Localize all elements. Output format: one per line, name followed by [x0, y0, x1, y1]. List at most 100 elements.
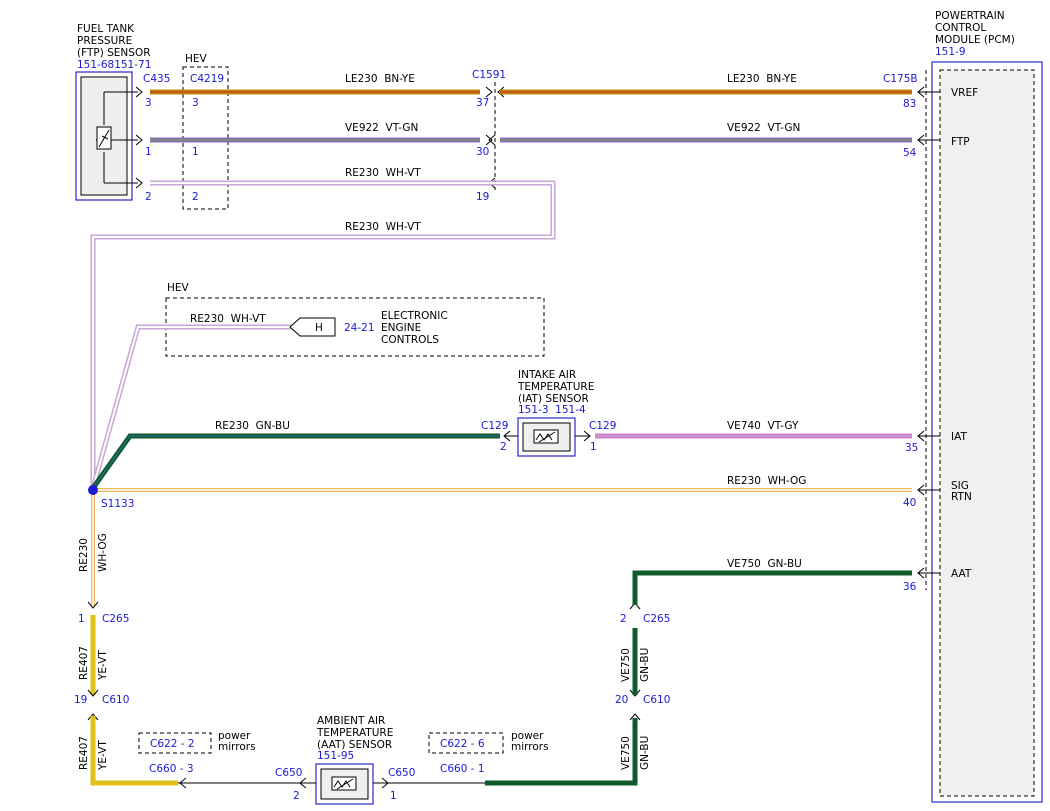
- thermistor-icon-zig: [535, 431, 556, 443]
- c265-right-connector: C265: [643, 613, 670, 625]
- c1591-arrow-37: [485, 86, 505, 98]
- ftp-sensor: FUEL TANK PRESSURE (FTP) SENSOR 151-6815…: [75, 23, 170, 203]
- iat-connector-left: C129: [481, 420, 508, 432]
- c610-left-arrow: [87, 689, 99, 697]
- c1591: C1591 37 30 19: [472, 69, 506, 203]
- pcm-connector: C175B: [883, 73, 918, 85]
- wire-re230-whvt-hev-core: [92, 326, 300, 489]
- iat-connector-right: C129: [589, 420, 616, 432]
- hev-eec: HEV RE230 WH-VT H 24-21 ELECTRONIC ENGIN…: [90, 282, 545, 489]
- label-re407-lower-b: YE-VT: [97, 740, 109, 771]
- label-ve750-upper-b: GN-BU: [639, 648, 651, 682]
- pcm-arrow-ftp: [917, 134, 940, 146]
- aat-connector-left: C650: [275, 767, 302, 779]
- label-le230-right: LE230 BN-YE: [727, 73, 797, 85]
- c265-left-connector: C265: [102, 613, 129, 625]
- c1591-pin-30: 30: [476, 146, 489, 158]
- iat-title-2: TEMPERATURE: [517, 381, 594, 393]
- splice-dot: [88, 485, 98, 495]
- hev-eec-text-3: CONTROLS: [381, 334, 439, 346]
- pcm-title-2: CONTROL: [935, 22, 986, 34]
- ftp-title-2: PRESSURE: [77, 35, 132, 47]
- aat-thermistor-zig: [333, 778, 354, 790]
- pcm-pin-54: 54: [903, 147, 917, 159]
- iat-refs: 151-3 151-4: [518, 404, 586, 416]
- mirrors-left-text-1: power: [218, 730, 251, 742]
- pcm-pin-83: 83: [903, 98, 916, 110]
- pcm-ref: 151-9: [935, 46, 966, 58]
- pcm-signal-ftp: FTP: [951, 136, 970, 148]
- iat-title-1: INTAKE AIR: [518, 369, 576, 381]
- hev-mid-label: HEV: [167, 282, 190, 294]
- pcm: POWERTRAIN CONTROL MODULE (PCM) 151-9 C1…: [883, 10, 1043, 803]
- aat-ref: 151-95: [317, 750, 354, 762]
- pcm-arrow-iat: [917, 430, 940, 442]
- aat-outline: [315, 763, 374, 805]
- c265-right-pin: 2: [620, 613, 627, 625]
- c610-left-pin: 19: [74, 694, 87, 706]
- label-re407-lower-a: RE407: [78, 736, 90, 770]
- c610-right-connector: C610: [643, 694, 670, 706]
- pcm-outline: [931, 61, 1043, 803]
- pcm-title-1: POWERTRAIN: [935, 10, 1005, 22]
- aat-title-2: TEMPERATURE: [316, 727, 393, 739]
- ftp-outline: [75, 71, 133, 201]
- pcm-title-3: MODULE (PCM): [935, 34, 1015, 46]
- ftp-pin-1: 1: [145, 146, 152, 158]
- mirrors-right-box: [428, 732, 504, 754]
- hev-top-connector: C4219: [190, 73, 224, 85]
- wire-ve750-top: [632, 570, 912, 605]
- ftp-arrow-2: [135, 177, 143, 189]
- c610-right-pin: 20: [615, 694, 628, 706]
- c1591-pin-19: 19: [476, 191, 489, 203]
- mirrors-left-text-2: mirrors: [218, 741, 256, 753]
- label-re230-gnbu: RE230 GN-BU: [215, 420, 290, 432]
- iat-wires: RE230 GN-BU VE740 VT-GY: [90, 420, 912, 490]
- label-re230-whog: RE230 WH-OG: [727, 475, 806, 487]
- mirrors-right-text-2: mirrors: [511, 741, 549, 753]
- hev-h-symbol: H: [315, 322, 323, 334]
- splice-label: S1133: [101, 498, 134, 510]
- label-ve922-right: VE922 VT-GN: [727, 122, 800, 134]
- wire-re230-gnbu: [90, 433, 500, 490]
- aat-arrow-right: [373, 777, 389, 789]
- pcm-arrow-sigrtn: [917, 484, 940, 496]
- ftp-title-3: (FTP) SENSOR: [77, 47, 151, 59]
- ftp-title-1: FUEL TANK: [77, 23, 135, 35]
- iat-outline: [517, 417, 576, 457]
- hev-h-connector-shape: [289, 317, 336, 337]
- hev-eec-text-2: ENGINE: [381, 322, 421, 334]
- iat-arrow-right: [575, 430, 591, 442]
- whog-wires: RE230 WH-OG S1133 RE230 WH-OG: [78, 475, 912, 609]
- c610-right-arrow-up: [629, 713, 641, 721]
- mirrors-right-text-1: power: [511, 730, 544, 742]
- mirrors-right-connector: C622 - 6: [440, 738, 485, 750]
- mirrors-left-connector: C622 - 2: [150, 738, 195, 750]
- hev-top-pin-2: 2: [192, 191, 199, 203]
- iat-pin-left: 2: [500, 441, 507, 453]
- label-re407-upper-a: RE407: [78, 646, 90, 680]
- wire-ve750-lower: [485, 718, 638, 786]
- label-re407-upper-b: YE-VT: [97, 650, 109, 681]
- pcm-signal-vref: VREF: [951, 87, 978, 99]
- aat-pin-left: 2: [293, 790, 300, 802]
- c1591-arrow-30: [485, 134, 496, 146]
- label-ve750-upper-a: VE750: [620, 648, 632, 682]
- ftp-arrow-3: [135, 86, 143, 98]
- wire-re407-lower: [90, 716, 178, 786]
- label-re230-whvt-hev: RE230 WH-VT: [190, 313, 266, 325]
- ftp-pin-2: 2: [145, 191, 152, 203]
- label-re230-vert-a: RE230: [78, 538, 90, 572]
- c610-left-arrow-up: [87, 713, 99, 721]
- pcm-body: [939, 69, 1035, 797]
- pcm-signal-iat: IAT: [951, 431, 967, 443]
- aat-title-1: AMBIENT AIR: [317, 715, 385, 727]
- pcm-signal-aat: AAT: [951, 568, 972, 580]
- c265-left-arrow: [87, 601, 99, 609]
- pcm-signal-sig: SIG: [951, 480, 969, 492]
- wire-re230-whvt-hev: [90, 324, 300, 489]
- ftp-arrow-1: [135, 134, 143, 146]
- aat-connector-right: C650: [388, 767, 415, 779]
- c1591-connector: C1591: [472, 69, 506, 81]
- c1591-pin-37: 37: [476, 97, 489, 109]
